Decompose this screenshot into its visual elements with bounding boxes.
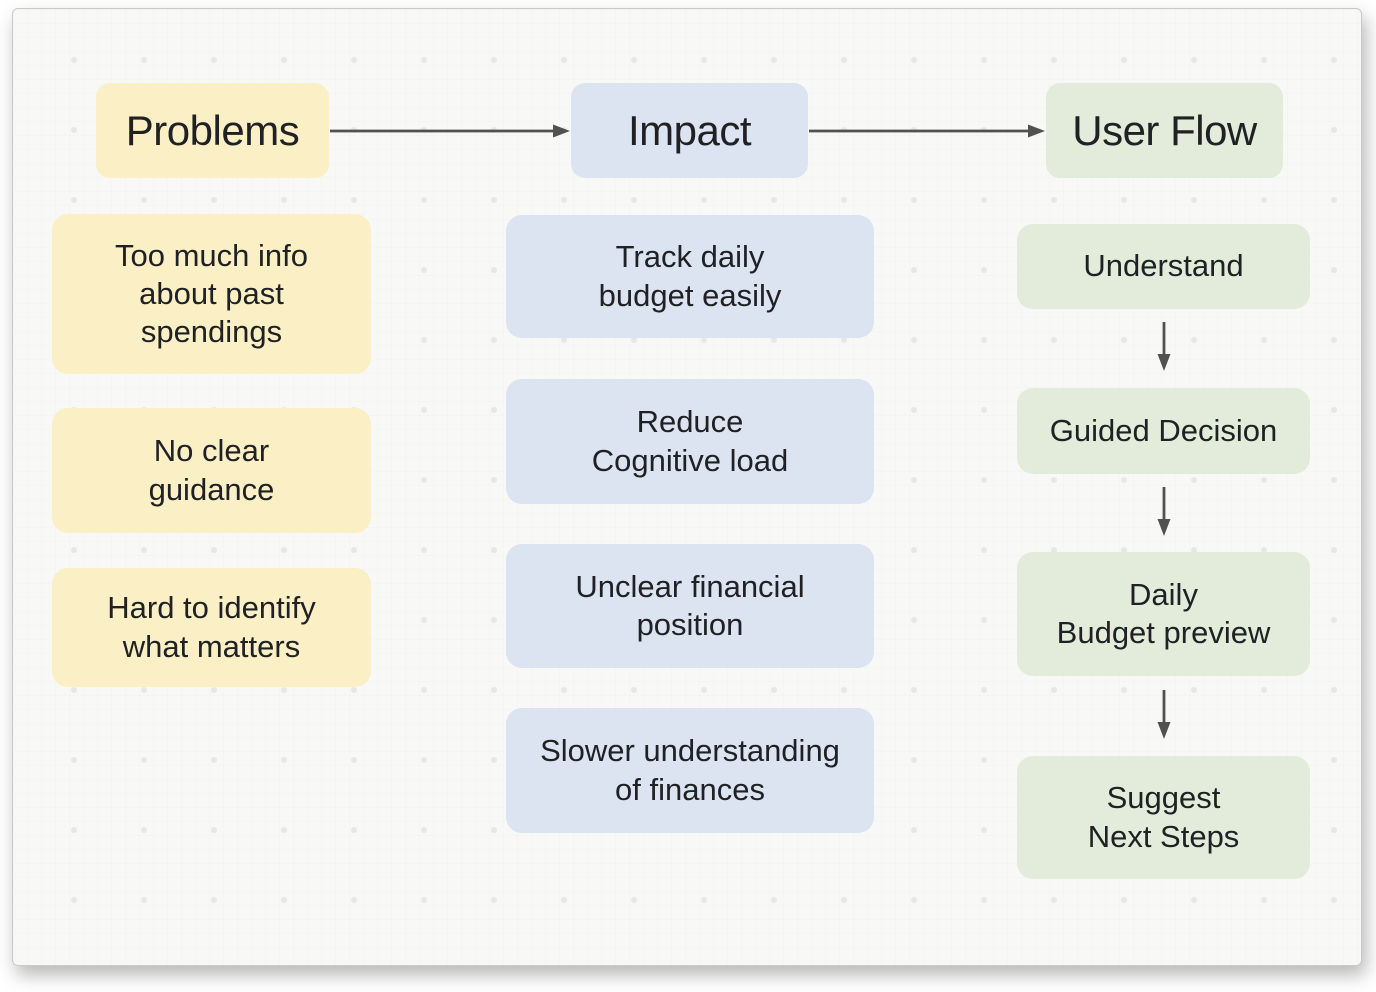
problem-node-no-clear-guidance[interactable]: No clear guidance xyxy=(52,408,371,533)
userflow-node-daily-budget-preview[interactable]: Daily Budget preview xyxy=(1017,552,1310,676)
arrow-right-icon xyxy=(1028,124,1045,138)
userflow-node-suggest-next-steps[interactable]: Suggest Next Steps xyxy=(1017,756,1310,879)
problems-header-label: Problems xyxy=(125,106,300,154)
impact-node-unclear-financial-position[interactable]: Unclear financial position xyxy=(506,544,874,668)
arrow-right-icon xyxy=(553,124,570,138)
userflow-node-understand[interactable]: Understand xyxy=(1017,224,1310,309)
node-label: Suggest Next Steps xyxy=(1087,780,1240,854)
problem-node-too-much-info[interactable]: Too much info about past spendings xyxy=(52,214,371,374)
impact-header-label: Impact xyxy=(627,106,752,154)
node-label: Reduce Cognitive load xyxy=(591,404,789,478)
node-label: Track daily budget easily xyxy=(598,239,782,313)
node-label: Understand xyxy=(1083,248,1244,284)
userflow-header-label: User Flow xyxy=(1072,106,1257,154)
userflow-node-guided-decision[interactable]: Guided Decision xyxy=(1017,388,1310,474)
node-label: No clear guidance xyxy=(148,433,275,507)
node-label: Hard to identify what matters xyxy=(107,590,316,664)
connector-understand-guided-decision[interactable] xyxy=(1154,321,1174,371)
connector-daily-budget-suggest-next[interactable] xyxy=(1154,689,1174,739)
userflow-header-node[interactable]: User Flow xyxy=(1046,83,1283,178)
problem-node-hard-to-identify[interactable]: Hard to identify what matters xyxy=(52,568,371,687)
canvas[interactable]: Problems Impact User Flow Too much info … xyxy=(12,8,1362,966)
node-label: Unclear financial position xyxy=(575,568,805,642)
impact-node-track-daily-budget[interactable]: Track daily budget easily xyxy=(506,215,874,338)
connector-problems-impact[interactable] xyxy=(329,121,571,141)
connector-guided-decision-daily-budget[interactable] xyxy=(1154,486,1174,536)
problems-header-node[interactable]: Problems xyxy=(96,83,329,178)
node-label: Guided Decision xyxy=(1049,412,1278,448)
arrow-down-icon xyxy=(1157,354,1171,371)
arrow-down-icon xyxy=(1157,519,1171,536)
impact-header-node[interactable]: Impact xyxy=(571,83,808,178)
arrow-down-icon xyxy=(1157,722,1171,739)
node-label: Slower understanding of finances xyxy=(540,733,840,807)
node-label: Daily Budget preview xyxy=(1056,576,1271,650)
impact-node-reduce-cognitive-load[interactable]: Reduce Cognitive load xyxy=(506,379,874,504)
impact-node-slower-understanding[interactable]: Slower understanding of finances xyxy=(506,708,874,833)
node-label: Too much info about past spendings xyxy=(115,237,308,350)
connector-impact-userflow[interactable] xyxy=(808,121,1046,141)
